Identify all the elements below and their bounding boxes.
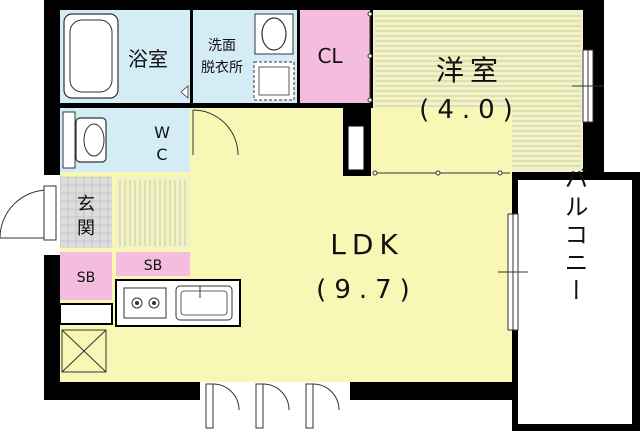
- ldk-size: (9.7): [316, 275, 418, 305]
- entrance: [60, 177, 112, 248]
- washroom-label-line2: 脱衣所: [201, 60, 243, 76]
- balcony-label: バルコニー: [560, 166, 588, 306]
- entrance-door[interactable]: [43, 185, 57, 241]
- entrance-door-swing[interactable]: [0, 189, 49, 239]
- washroom-label-line1: 洗面: [208, 38, 236, 54]
- ldk-label: LDK: [330, 228, 404, 261]
- fridge-space: [59, 303, 113, 325]
- cooktop: [123, 287, 167, 319]
- wash-basin: [261, 17, 287, 51]
- bathtub: [63, 13, 119, 99]
- balcony: [518, 180, 632, 424]
- hallway-floorboards: [119, 180, 186, 246]
- western-room-size: (4.0): [419, 95, 521, 125]
- shoe-box-upper: [116, 252, 190, 276]
- toilet-label-w: W: [154, 123, 170, 142]
- door-marker: [180, 85, 189, 99]
- south-windows: [205, 383, 340, 429]
- ldk-main: [193, 176, 512, 382]
- burner-right: [148, 297, 160, 309]
- pillar-shaft: [347, 125, 365, 171]
- washing-machine-pan: [253, 61, 295, 101]
- entrance-label-1: 玄: [77, 194, 95, 215]
- bath-label: 浴室: [128, 47, 168, 71]
- kitchen-sink: [175, 285, 233, 321]
- western-room-label: 洋室: [436, 54, 504, 87]
- shoe-box-lower-label: SB: [77, 270, 96, 286]
- burner-left: [131, 297, 143, 309]
- washing-machine-pan-inner: [258, 66, 290, 96]
- entrance-label-2: 関: [77, 218, 95, 239]
- closet-label: CL: [317, 44, 343, 68]
- toilet-tank: [62, 111, 76, 169]
- toilet-seat: [83, 123, 105, 157]
- toilet-door-swing: [192, 109, 239, 156]
- south-opening-clearance: [200, 382, 350, 431]
- shoe-box-lower: [60, 252, 112, 300]
- shoe-box-upper-label: SB: [144, 258, 163, 274]
- toilet-label-c: C: [156, 145, 167, 164]
- closet: [300, 10, 370, 103]
- bathtub-inner: [69, 19, 113, 93]
- hallway: [116, 177, 190, 248]
- entrance-tile-grid: [59, 176, 112, 248]
